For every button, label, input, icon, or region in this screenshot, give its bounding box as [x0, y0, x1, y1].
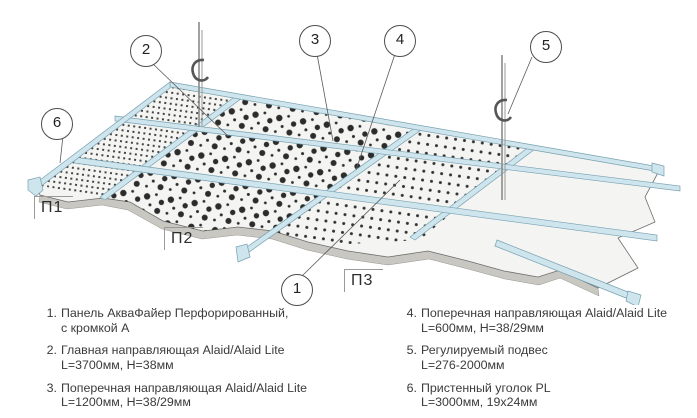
leader-4 [355, 53, 396, 171]
panel-label-p2: П2 [164, 227, 204, 250]
leader-5 [507, 56, 533, 115]
legend-item-number: 5. [406, 343, 417, 358]
legend-item-2: 2. Главная направляющая Alaid/Alaid Lite… [40, 343, 380, 372]
legend-item-number: 6. [406, 380, 417, 395]
legend-item-number: 2. [46, 343, 57, 358]
panel-p1-dense-perforation [36, 84, 237, 197]
legend-column-left: 1. Панель АкваФайер Перфорированный, с к… [40, 306, 380, 418]
legend-item-4: 4. Поперечная направляющая Alaid/Alaid L… [400, 306, 690, 335]
callout-3: 3 [299, 25, 331, 57]
main-runner-1 [114, 115, 681, 192]
isometric-drawing [27, 22, 681, 305]
legend-item-line2: L=3000мм, 19x24мм [421, 395, 538, 410]
callout-2: 2 [130, 35, 162, 67]
leader-3 [316, 53, 334, 142]
callout-4: 4 [384, 25, 416, 57]
legend-item-line2: с кромкой А [61, 320, 130, 335]
panel-label-p1: П1 [34, 196, 74, 219]
panel-label-p3: П3 [344, 269, 384, 292]
hanger-left-clip [191, 58, 210, 82]
callout-5: 5 [530, 31, 562, 63]
legend-item-text: Панель АкваФайер Перфорированный, с кром… [61, 306, 380, 335]
main-runners [73, 81, 681, 301]
panel-p3-fine-perforation [243, 127, 530, 250]
legend-column-right: 4. Поперечная направляющая Alaid/Alaid L… [400, 306, 690, 418]
leader-lines [59, 53, 533, 276]
legend-item-6: 6. Пристенный уголок PL L=3000мм, 19x24м… [400, 381, 690, 410]
legend-item-line1: Регулируемый подвес [421, 343, 548, 358]
legend-item-text: Поперечная направляющая Alaid/Alaid Lite… [421, 306, 690, 335]
legend-item-1: 1. Панель АкваФайер Перфорированный, с к… [40, 306, 380, 335]
legend-item-number: 4. [406, 306, 417, 320]
legend-item-text: Пристенный уголок PL L=3000мм, 19x24мм [421, 381, 690, 410]
legend-item-line2: L=3700мм, H=38мм [61, 357, 174, 372]
legend-item-line2: L=276-2000мм [421, 357, 505, 372]
legend-item-line2: L=600мм, H=38/29мм [421, 320, 544, 335]
legend-item-line2: L=1200мм, H=38/29мм [61, 395, 191, 410]
wall-angle-end-cap [27, 176, 44, 197]
legend-item-number: 1. [46, 306, 57, 320]
legend-item-text: Главная направляющая Alaid/Alaid Lite L=… [61, 343, 380, 372]
hanger-right [494, 55, 513, 200]
legend-item-number: 3. [46, 380, 57, 395]
rail-end-cap-front [235, 243, 251, 263]
legend-item-text: Регулируемый подвес L=276-2000мм [421, 343, 690, 372]
leader-1 [302, 179, 401, 276]
leader-6 [59, 135, 64, 164]
legend-item-line1: Пристенный уголок PL [421, 380, 551, 395]
legend-item-line1: Поперечная направляющая Alaid/Alaid Lite [421, 306, 668, 320]
legend-item-text: Поперечная направляющая Alaid/Alaid Lite… [61, 381, 380, 410]
legend-item-3: 3. Поперечная направляющая Alaid/Alaid L… [40, 381, 380, 410]
panel-p2-mixed-perforation [100, 95, 416, 250]
legend-item-line1: Панель АкваФайер Перфорированный, [61, 306, 289, 320]
callout-6: 6 [41, 108, 73, 140]
legend-item-line1: Поперечная направляющая Alaid/Alaid Lite [61, 380, 308, 395]
leader-2 [151, 62, 229, 137]
rail-end-cap-right [625, 290, 642, 305]
hanger-right-clip [494, 98, 513, 122]
rail-end-cap-back [651, 162, 665, 177]
wall-angle [27, 81, 665, 305]
callout-1: 1 [281, 274, 313, 306]
legend-item-5: 5. Регулируемый подвес L=276-2000мм [400, 343, 690, 372]
legend-item-line1: Главная направляющая Alaid/Alaid Lite [61, 343, 285, 358]
